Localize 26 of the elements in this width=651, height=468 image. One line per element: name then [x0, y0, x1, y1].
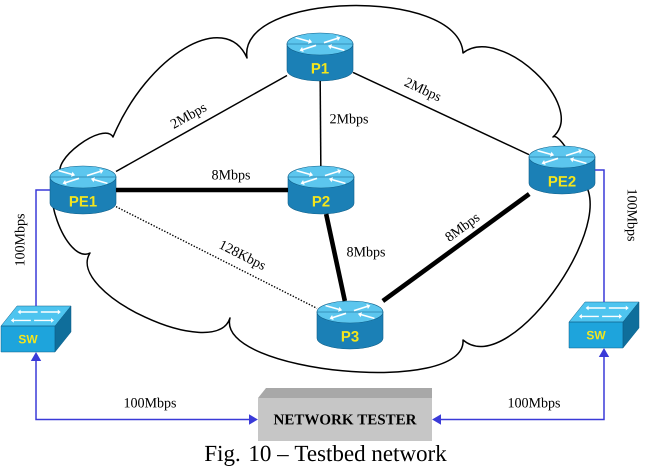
link-line	[116, 188, 288, 192]
edge-label: 100Mbps	[14, 212, 28, 268]
router: P3	[316, 300, 384, 350]
link-line	[35, 189, 50, 306]
link-line	[319, 80, 322, 166]
edge-label: 2Mbps	[400, 75, 444, 106]
link-line	[352, 72, 530, 156]
caption: Fig. 10 – Testbed network	[204, 445, 447, 466]
edge-label: 2Mbps	[328, 112, 370, 128]
link-line	[116, 206, 318, 309]
edge-label: 8Mbps	[210, 168, 252, 184]
edge-label: 8Mbps	[346, 246, 386, 260]
link-line	[324, 214, 348, 302]
switch: SW	[0, 306, 72, 352]
link-line	[381, 192, 531, 303]
link-line	[595, 169, 605, 302]
switch: SW	[568, 302, 640, 348]
link-line	[116, 74, 288, 172]
edge-label: 100Mbps	[122, 396, 178, 412]
router: P1	[286, 32, 354, 82]
edge-label: 100Mbps	[624, 188, 638, 242]
router: P2	[288, 166, 354, 214]
router: PE2	[528, 146, 596, 194]
edge-label: 100Mbps	[506, 396, 562, 412]
router: PE1	[50, 166, 116, 214]
device-box: NETWORK TESTER	[258, 388, 432, 441]
